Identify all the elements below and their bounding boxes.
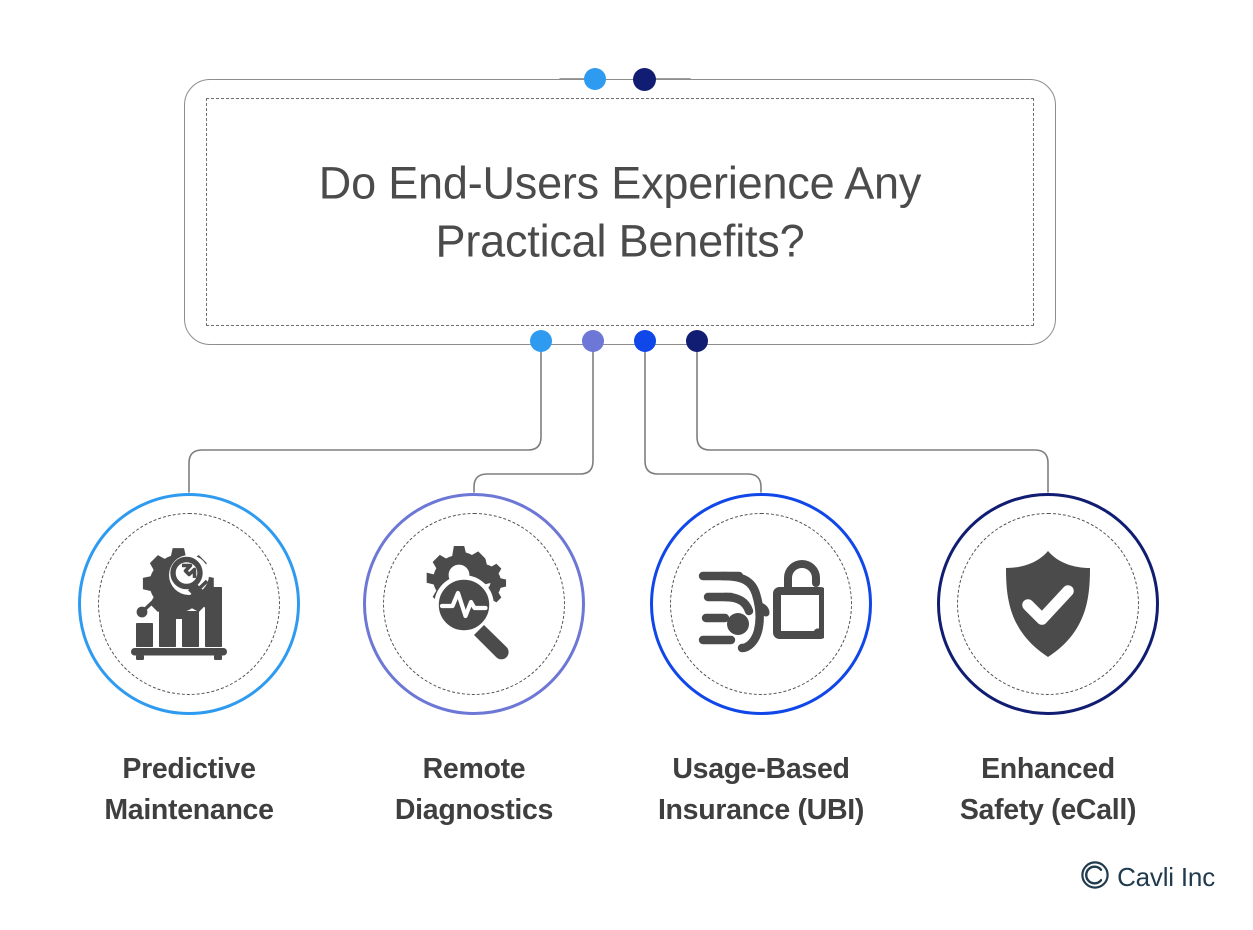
remote-diagnostics-label: Remote Diagnostics bbox=[358, 749, 590, 831]
page-title-line-2: Practical Benefits? bbox=[435, 215, 805, 266]
brand-logo: Cavli Inc bbox=[1080, 860, 1215, 895]
benefit-node-remote-diagnostics[interactable]: Remote Diagnostics bbox=[358, 493, 590, 831]
bar-chart-gear-wrench-icon bbox=[81, 496, 297, 712]
bottom-dot-light-blue bbox=[530, 330, 552, 352]
page-title: Do End-Users Experience Any Practical Be… bbox=[185, 154, 1055, 269]
bottom-dot-blue bbox=[634, 330, 656, 352]
wire-to-enhanced-safety bbox=[696, 344, 1049, 493]
wire-to-predictive-maintenance bbox=[188, 344, 542, 493]
wire-to-usage-based-insurance bbox=[644, 344, 762, 493]
usage-based-insurance-ring bbox=[650, 493, 872, 715]
brand-name: Cavli Inc bbox=[1117, 862, 1215, 892]
bottom-dot-navy bbox=[686, 330, 708, 352]
question-card: Do End-Users Experience Any Practical Be… bbox=[184, 79, 1056, 345]
enhanced-safety-ring bbox=[937, 493, 1159, 715]
predictive-maintenance-label: Predictive Maintenance bbox=[73, 749, 305, 831]
enhanced-safety-label-line-1: Enhanced bbox=[981, 753, 1115, 785]
shield-check-icon bbox=[940, 496, 1156, 712]
usage-based-insurance-label: Usage-Based Insurance (UBI) bbox=[645, 749, 877, 831]
remote-diagnostics-label-line-1: Remote bbox=[422, 753, 526, 785]
copyright-c-logo-icon bbox=[1080, 860, 1110, 895]
usage-based-insurance-label-line-1: Usage-Based bbox=[672, 753, 850, 785]
remote-diagnostics-ring bbox=[363, 493, 585, 715]
benefit-node-predictive-maintenance[interactable]: Predictive Maintenance bbox=[73, 493, 305, 831]
benefit-node-usage-based-insurance[interactable]: Usage-Based Insurance (UBI) bbox=[645, 493, 877, 831]
benefit-node-enhanced-safety[interactable]: Enhanced Safety (eCall) bbox=[932, 493, 1164, 831]
gears-magnifier-pulse-icon bbox=[366, 496, 582, 712]
predictive-maintenance-label-line-2: Maintenance bbox=[104, 793, 274, 826]
predictive-maintenance-ring bbox=[78, 493, 300, 715]
remote-diagnostics-label-line-2: Diagnostics bbox=[394, 793, 554, 826]
enhanced-safety-label: Enhanced Safety (eCall) bbox=[932, 749, 1164, 831]
speeding-car-open-padlock-icon bbox=[653, 496, 869, 712]
top-dot-light-blue bbox=[584, 68, 606, 90]
top-dot-navy bbox=[633, 68, 656, 91]
wire-to-remote-diagnostics bbox=[473, 344, 594, 493]
predictive-maintenance-label-line-1: Predictive bbox=[122, 753, 256, 785]
usage-based-insurance-label-line-2: Insurance (UBI) bbox=[657, 793, 865, 826]
bottom-dot-periwinkle bbox=[582, 330, 604, 352]
page-title-line-1: Do End-Users Experience Any bbox=[318, 157, 922, 209]
enhanced-safety-label-line-2: Safety (eCall) bbox=[959, 793, 1137, 826]
question-card-dashed-border bbox=[206, 98, 1034, 326]
